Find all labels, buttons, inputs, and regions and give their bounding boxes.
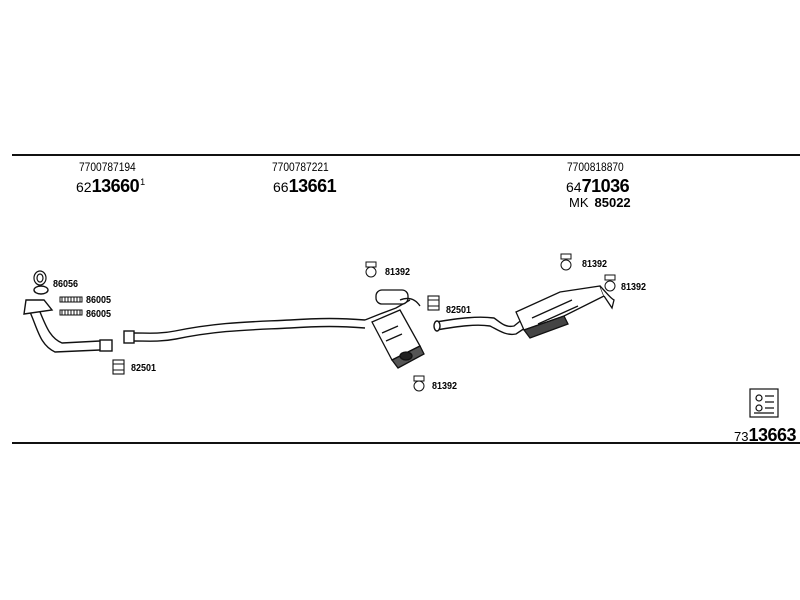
part-main-number: 71036 [581,176,630,196]
top-rule [12,154,800,156]
part-number-front: 62136601 [76,176,145,197]
part-superscript: 1 [140,177,146,187]
kit-prefix: 73 [734,429,749,444]
kit-main-number: 13663 [748,425,797,445]
part-number-middle: 6613661 [273,176,337,197]
callout-81392-middle-bottom: 81392 [432,381,458,392]
part-prefix: 66 [273,179,289,195]
instruction-sheet-icon [749,388,779,418]
callout-82501-front: 82501 [131,363,157,374]
oe-number-rear: 7700818870 [567,160,624,174]
spring-bolt-icon [59,296,83,316]
part-prefix: 64 [566,179,582,195]
oe-number-front: 7700787194 [79,160,136,174]
part-number-rear: 6471036 [566,176,630,197]
gasket-icon [33,270,47,286]
rubber-hanger-icon [604,274,616,292]
middle-silencer [364,289,425,369]
mk-number-rear: MK 85022 [569,195,631,210]
callout-81392-rear-left: 81392 [582,259,608,270]
callout-86005-lower: 86005 [86,309,112,320]
part-prefix: 62 [76,179,92,195]
front-downpipe [23,285,113,353]
bottom-rule [12,442,800,444]
callout-82501-middle: 82501 [446,305,472,316]
callout-86056: 86056 [53,279,79,290]
mk-number: 85022 [594,195,631,210]
part-main-number: 13661 [288,176,337,196]
callout-81392-middle-top: 81392 [385,267,411,278]
kit-part-number: 7313663 [734,425,797,446]
rear-pipe [433,316,529,336]
oe-number-middle: 7700787221 [272,160,329,174]
callout-81392-rear-right: 81392 [621,282,647,293]
rubber-hanger-icon [365,261,377,278]
rubber-hanger-icon [413,375,425,392]
clamp-icon [427,295,440,311]
callout-86005-upper: 86005 [86,295,112,306]
clamp-icon [112,359,125,375]
middle-pipe [123,317,366,344]
rear-silencer [515,285,615,339]
part-main-number: 13660 [91,176,140,196]
rubber-hanger-icon [560,253,572,271]
mk-prefix: MK [569,195,589,210]
